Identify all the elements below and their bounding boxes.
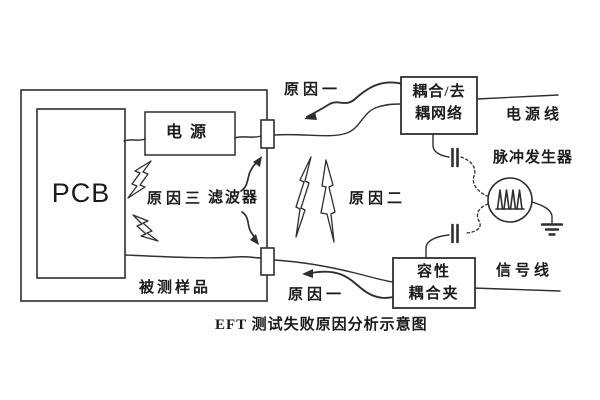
connector-cdn-wire	[273, 103, 402, 137]
clamp-capacitor-wire	[425, 234, 450, 259]
connector-clamp-wire	[273, 259, 394, 283]
arrowhead-icon	[253, 156, 262, 167]
cause1-bottom-label: 原因一	[288, 287, 346, 303]
cause1-top-label: 原因一	[284, 82, 342, 98]
cause3-label: 原因三	[147, 191, 205, 207]
generator-dotted-lead-top	[460, 156, 488, 197]
pulse-generator-label: 脉冲发生器	[493, 150, 574, 166]
capacitor-bottom-icon	[451, 223, 459, 244]
diagram-caption: EFT 测试失败原因分析示意图	[215, 317, 428, 333]
power-connector-wire	[234, 135, 262, 139]
filter-down-arrow	[241, 211, 259, 245]
cause1-bottom-arrow	[302, 269, 394, 299]
arrowhead-icon	[302, 269, 313, 278]
top-feedthrough-connector	[260, 119, 275, 149]
generator-dotted-lead-bottom	[466, 203, 489, 234]
filter-label: 滤波器	[208, 190, 260, 206]
clamp-box	[392, 257, 476, 309]
cause1-top-arrow	[304, 81, 404, 120]
lightning-bolt-icon	[295, 156, 312, 238]
pcb-box	[36, 108, 126, 279]
cause2-label: 原因二	[349, 191, 407, 207]
cdn-box	[400, 76, 478, 135]
pulse-waveform-icon	[495, 189, 525, 210]
arrowhead-icon	[304, 112, 317, 120]
pulse-generator-circle	[487, 177, 533, 223]
lightning-bolt-icon	[132, 214, 159, 242]
cdn-capacitor-wire	[432, 133, 450, 158]
power-line-label: 电源线	[506, 107, 564, 123]
pcb-label: PCB	[51, 178, 111, 208]
eut-label: 被测样品	[139, 280, 212, 296]
generator-ground-wire	[531, 201, 553, 224]
ground-icon	[540, 223, 564, 236]
signal-line-wire	[472, 287, 561, 292]
clamp-label-line2: 耦合夹	[408, 286, 460, 302]
power-supply-box	[144, 111, 236, 156]
cdn-label-line2: 耦网络	[414, 106, 463, 122]
pcb-power-wire	[123, 138, 146, 142]
lightning-bolt-icon	[320, 159, 336, 243]
signal-line-label: 信号线	[496, 263, 554, 279]
bottom-feedthrough-connector	[260, 247, 275, 276]
arrowhead-icon	[250, 234, 259, 245]
pcb-bottom-wire	[124, 254, 262, 259]
filter-up-arrow	[240, 156, 262, 192]
power-line-wire	[476, 94, 559, 100]
cdn-label-line1: 耦合/去	[412, 84, 466, 100]
capacitor-top-icon	[451, 147, 459, 168]
clamp-label-line1: 容性	[416, 264, 451, 280]
power-supply-label: 电源	[165, 124, 214, 141]
lightning-bolt-icon	[127, 160, 152, 199]
